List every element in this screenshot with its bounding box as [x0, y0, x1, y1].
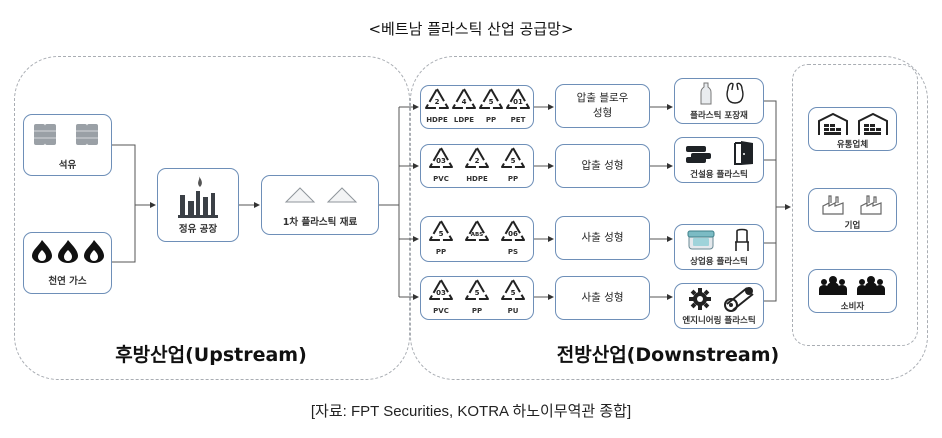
resin-name-label: PP — [507, 175, 519, 183]
resin-code: 5 — [489, 98, 494, 106]
resin-name-label: PP — [485, 116, 497, 124]
resin-code: 5 — [511, 157, 516, 165]
resin-name-label: PS — [507, 248, 519, 256]
resin-code: ABS — [471, 232, 483, 238]
flame-icon — [32, 240, 104, 263]
diagram-title: <베트남 플라스틱 산업 공급망> — [368, 20, 574, 38]
gear-icon — [689, 288, 711, 310]
oil-barrel-icon — [34, 124, 98, 145]
product-box-engineering: 엔지니어링 플라스틱 — [674, 283, 764, 329]
resin-name-label: PET — [510, 116, 526, 124]
process-label-4: 사출 성형 — [581, 291, 624, 304]
resin-code: 5 — [511, 289, 516, 297]
consumer-box-distributors: 유통업체 — [808, 107, 897, 151]
recycling-symbol-icon: ABS — [465, 220, 489, 241]
resin-name-label: PP — [435, 248, 447, 256]
input-oil-box: 석유 — [23, 114, 112, 176]
upstream-region — [14, 56, 410, 380]
product-box-packaging: 플라스틱 포장재 — [674, 78, 764, 124]
recycling-symbol-icon: 4 — [452, 88, 476, 109]
consumer-label-distributors: 유통업체 — [836, 140, 869, 150]
source-caption: [자료: FPT Securities, KOTRA 하노이무역관 종합] — [310, 403, 632, 420]
resin-code: 06 — [508, 230, 518, 238]
pipes-icon — [686, 146, 711, 163]
raw-material-label: 1차 플라스틱 재료 — [282, 217, 358, 228]
recycling-symbol-icon: 06 — [501, 220, 525, 241]
resin-code: 2 — [435, 98, 440, 106]
consumer-label-consumers: 소비자 — [840, 302, 865, 312]
downstream-region — [410, 56, 928, 380]
resin-code: 01 — [513, 98, 523, 106]
recycling-symbol-icon: 03 — [429, 147, 453, 168]
process-label-line: 성형 — [592, 107, 613, 119]
resin-name-label: PVC — [433, 175, 449, 183]
product-box-commercial: 상업용 플라스틱 — [674, 224, 764, 270]
recycling-symbol-icon: 5 — [501, 147, 525, 168]
refinery-icon — [178, 175, 218, 218]
recycling-symbol-icon: 2 — [425, 88, 449, 109]
resin-name-label: LDPE — [453, 116, 475, 124]
resin-code: 03 — [436, 157, 446, 165]
recycling-symbol-icon: 5 — [429, 220, 453, 241]
recycling-symbol-icon: 5 — [501, 279, 525, 300]
resin-name-label: PU — [507, 307, 519, 315]
plastic-pellets-icon — [284, 187, 358, 203]
product-label-engineering: 엔지니어링 플라스틱 — [682, 316, 756, 326]
recycling-symbol-icon: 03 — [429, 279, 453, 300]
resin-name-label: HDPE — [426, 116, 448, 124]
downstream-label: 전방산업(Downstream) — [556, 344, 780, 366]
food-container-icon — [687, 230, 715, 250]
input-gas-label: 천연 가스 — [48, 276, 87, 287]
consumer-label-companies: 기업 — [844, 221, 861, 231]
process-label-2: 압출 성형 — [581, 159, 624, 172]
process-label-3: 사출 성형 — [581, 231, 624, 244]
bottle-icon — [700, 82, 712, 105]
product-label-packaging: 플라스틱 포장재 — [690, 111, 748, 121]
product-box-construction: 건설용 플라스틱 — [674, 137, 764, 183]
process-box-3: 사출 성형 — [555, 216, 650, 260]
product-label-commercial: 상업용 플라스틱 — [690, 257, 748, 267]
resin-code: 2 — [475, 157, 480, 165]
resin-code: 5 — [439, 230, 444, 238]
input-gas-box: 천연 가스 — [23, 232, 112, 294]
recycling-symbol-icon: 01 — [506, 88, 530, 109]
process-label-line: 압출 블로우 — [576, 92, 629, 104]
upstream-label: 후방산업(Upstream) — [115, 344, 307, 366]
resin-code: 4 — [462, 98, 467, 106]
input-oil-label: 석유 — [58, 160, 77, 171]
resin-code: 03 — [436, 289, 446, 297]
door-icon — [734, 141, 753, 165]
refinery-box: 정유 공장 — [157, 168, 239, 242]
warehouse-icon — [818, 112, 888, 135]
plastic-bag-icon — [726, 82, 744, 104]
process-box-2: 압출 성형 — [555, 144, 650, 188]
resin-name-label: HDPE — [466, 175, 488, 183]
consumer-box-companies: 기업 — [808, 188, 897, 232]
resin-code: 5 — [475, 289, 480, 297]
process-box-4: 사출 성형 — [555, 276, 650, 320]
chair-icon — [735, 228, 749, 251]
consumer-box-consumers: 소비자 — [808, 269, 897, 313]
refinery-label: 정유 공장 — [178, 224, 218, 235]
recycling-symbol-icon: 5 — [465, 279, 489, 300]
resin-name-label: PP — [471, 307, 483, 315]
resin-name-label: PVC — [433, 307, 449, 315]
people-icon — [819, 276, 885, 295]
recycling-symbol-icon: 2 — [465, 147, 489, 168]
recycling-symbol-icon: 5 — [479, 88, 503, 109]
raw-material-box: 1차 플라스틱 재료 — [261, 175, 379, 235]
factory-icon — [822, 195, 882, 215]
belt-pulley-icon — [724, 287, 754, 312]
consumer-region — [792, 64, 918, 346]
product-label-construction: 건설용 플라스틱 — [690, 170, 748, 180]
